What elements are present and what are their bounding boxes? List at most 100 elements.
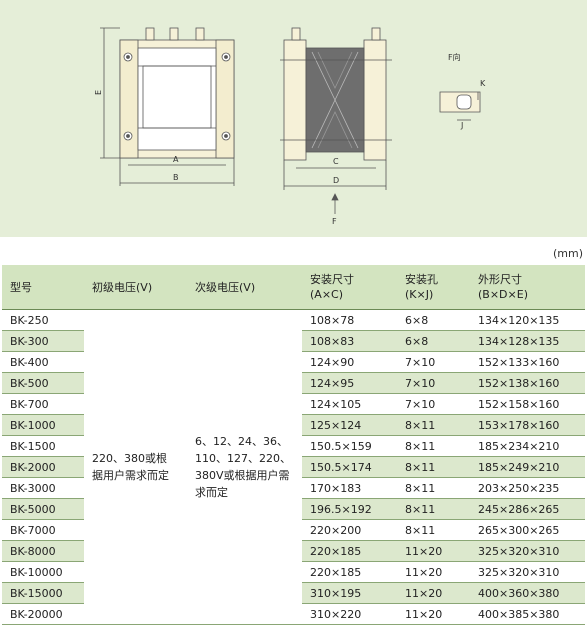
cell-outer: 152×133×160 xyxy=(470,351,585,373)
dim-label-d: D xyxy=(333,176,339,185)
cell-hole: 11×20 xyxy=(397,561,470,583)
cell-model: BK-250 xyxy=(2,309,84,331)
cell-mount: 124×105 xyxy=(302,393,397,415)
cell-hole: 11×20 xyxy=(397,603,470,625)
dim-label-f: F xyxy=(332,217,337,226)
cell-mount: 196.5×192 xyxy=(302,498,397,520)
cell-model: BK-15000 xyxy=(2,582,84,604)
header-hole-line2: (K×J) xyxy=(405,288,434,301)
cell-model: BK-300 xyxy=(2,330,84,352)
cell-mount: 108×83 xyxy=(302,330,397,352)
drawing-svg: E A B C D F xyxy=(94,27,486,226)
cell-model: BK-8000 xyxy=(2,540,84,562)
cell-model: BK-5000 xyxy=(2,498,84,520)
cell-mount: 220×185 xyxy=(302,561,397,583)
cell-model: BK-700 xyxy=(2,393,84,415)
cell-mount: 220×185 xyxy=(302,540,397,562)
cell-hole: 6×8 xyxy=(397,330,470,352)
cell-outer: 400×385×380 xyxy=(470,603,585,625)
cell-secondary-voltage: 6、12、24、36、110、127、220、380V或根据用户需求而定 xyxy=(187,309,302,625)
header-mount-line1: 安装尺寸 xyxy=(310,273,354,286)
f-view-label: F向 xyxy=(448,52,461,62)
header-mount-line2: (A×C) xyxy=(310,288,344,301)
cell-mount: 124×95 xyxy=(302,372,397,394)
cell-hole: 8×11 xyxy=(397,456,470,478)
cell-mount: 170×183 xyxy=(302,477,397,499)
header-mount: 安装尺寸 (A×C) xyxy=(302,265,397,310)
cell-outer: 203×250×235 xyxy=(470,477,585,499)
dim-label-e: E xyxy=(94,90,103,95)
cell-hole: 7×10 xyxy=(397,351,470,373)
cell-model: BK-1000 xyxy=(2,414,84,436)
header-secondary: 次级电压(V) xyxy=(187,265,302,310)
dim-label-a: A xyxy=(173,155,179,164)
header-hole: 安装孔 (K×J) xyxy=(397,265,470,310)
cell-hole: 8×11 xyxy=(397,519,470,541)
dim-label-c: C xyxy=(333,157,339,166)
cell-outer: 185×234×210 xyxy=(470,435,585,457)
side-view xyxy=(280,27,392,214)
cell-primary-voltage: 220、380或根据用户需求而定 xyxy=(84,309,187,625)
cell-model: BK-2000 xyxy=(2,456,84,478)
dim-label-b: B xyxy=(173,173,179,182)
cell-outer: 185×249×210 xyxy=(470,456,585,478)
cell-hole: 8×11 xyxy=(397,414,470,436)
cell-model: BK-7000 xyxy=(2,519,84,541)
cell-mount: 310×195 xyxy=(302,582,397,604)
cell-mount: 125×124 xyxy=(302,414,397,436)
header-outer: 外形尺寸 (B×D×E) xyxy=(470,265,585,310)
cell-hole: 6×8 xyxy=(397,309,470,331)
cell-outer: 265×300×265 xyxy=(470,519,585,541)
cell-hole: 8×11 xyxy=(397,435,470,457)
cell-mount: 108×78 xyxy=(302,309,397,331)
cell-hole: 7×10 xyxy=(397,393,470,415)
cell-outer: 152×158×160 xyxy=(470,393,585,415)
front-view xyxy=(100,27,235,186)
cell-hole: 11×20 xyxy=(397,540,470,562)
cell-outer: 245×286×265 xyxy=(470,498,585,520)
cell-model: BK-3000 xyxy=(2,477,84,499)
cell-outer: 325×320×310 xyxy=(470,561,585,583)
cell-outer: 153×178×160 xyxy=(470,414,585,436)
cell-hole: 7×10 xyxy=(397,372,470,394)
unit-label: (mm) xyxy=(552,247,583,260)
cell-model: BK-10000 xyxy=(2,561,84,583)
dim-label-j: J xyxy=(460,121,463,130)
cell-mount: 124×90 xyxy=(302,351,397,373)
header-outer-line1: 外形尺寸 xyxy=(478,273,522,286)
cell-model: BK-400 xyxy=(2,351,84,373)
cell-outer: 134×128×135 xyxy=(470,330,585,352)
cell-outer: 134×120×135 xyxy=(470,309,585,331)
header-outer-line2: (B×D×E) xyxy=(478,288,528,301)
cell-hole: 11×20 xyxy=(397,582,470,604)
cell-hole: 8×11 xyxy=(397,477,470,499)
f-view-detail xyxy=(439,91,481,121)
cell-mount: 150.5×159 xyxy=(302,435,397,457)
cell-model: BK-500 xyxy=(2,372,84,394)
technical-drawing: E A B C D F xyxy=(0,0,587,237)
cell-mount: 150.5×174 xyxy=(302,456,397,478)
spec-table: 型号 初级电压(V) 次级电压(V) 安装尺寸 (A×C) 安装孔 (K×J) … xyxy=(2,265,585,625)
cell-model: BK-20000 xyxy=(2,603,84,625)
cell-outer: 152×138×160 xyxy=(470,372,585,394)
header-model: 型号 xyxy=(2,265,84,310)
cell-mount: 310×220 xyxy=(302,603,397,625)
header-primary: 初级电压(V) xyxy=(84,265,187,310)
cell-model: BK-1500 xyxy=(2,435,84,457)
table-header-row: 型号 初级电压(V) 次级电压(V) 安装尺寸 (A×C) 安装孔 (K×J) … xyxy=(2,265,585,310)
